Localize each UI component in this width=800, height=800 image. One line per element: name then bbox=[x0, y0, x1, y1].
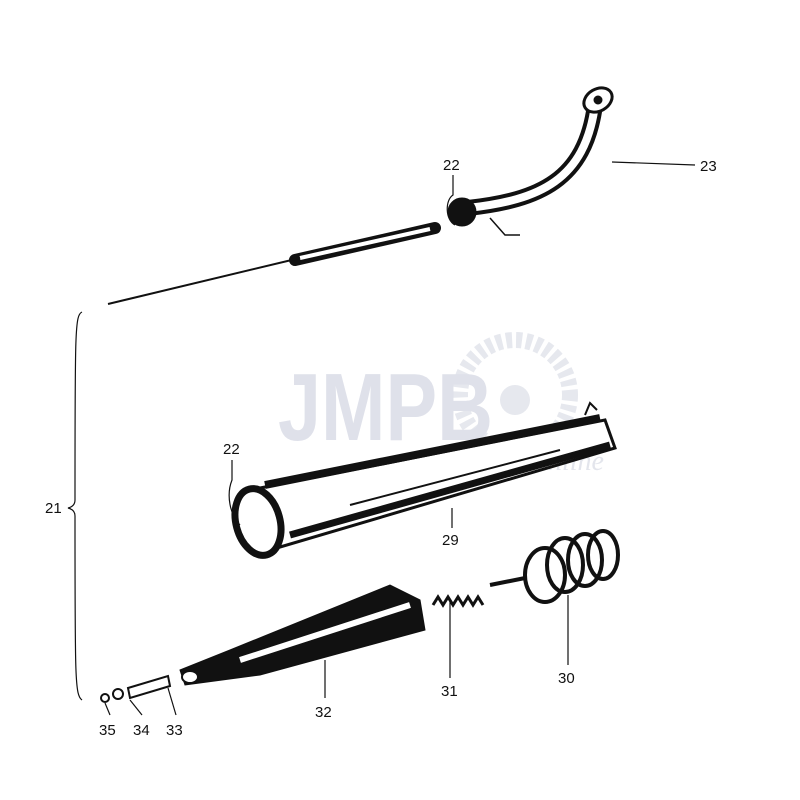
callout-31: 31 bbox=[441, 683, 458, 700]
callout-33: 33 bbox=[166, 722, 183, 739]
part-small-hardware bbox=[100, 674, 172, 703]
callout-22-header: 22 bbox=[443, 157, 460, 174]
callout-21: 21 bbox=[45, 500, 62, 517]
callout-22-silencer: 22 bbox=[223, 441, 240, 458]
callout-29: 29 bbox=[442, 532, 459, 549]
part-rod bbox=[107, 222, 441, 305]
callout-30: 30 bbox=[558, 670, 575, 687]
callout-23: 23 bbox=[700, 158, 717, 175]
callout-34: 34 bbox=[133, 722, 150, 739]
part-tail-cone bbox=[179, 584, 426, 686]
part-baffle bbox=[489, 529, 620, 604]
callout-35: 35 bbox=[99, 722, 116, 739]
callout-32: 32 bbox=[315, 704, 332, 721]
part-header-pipe bbox=[447, 86, 614, 236]
part-spring bbox=[431, 594, 485, 608]
leader-lines bbox=[67, 161, 696, 716]
part-silencer-body bbox=[231, 401, 617, 559]
